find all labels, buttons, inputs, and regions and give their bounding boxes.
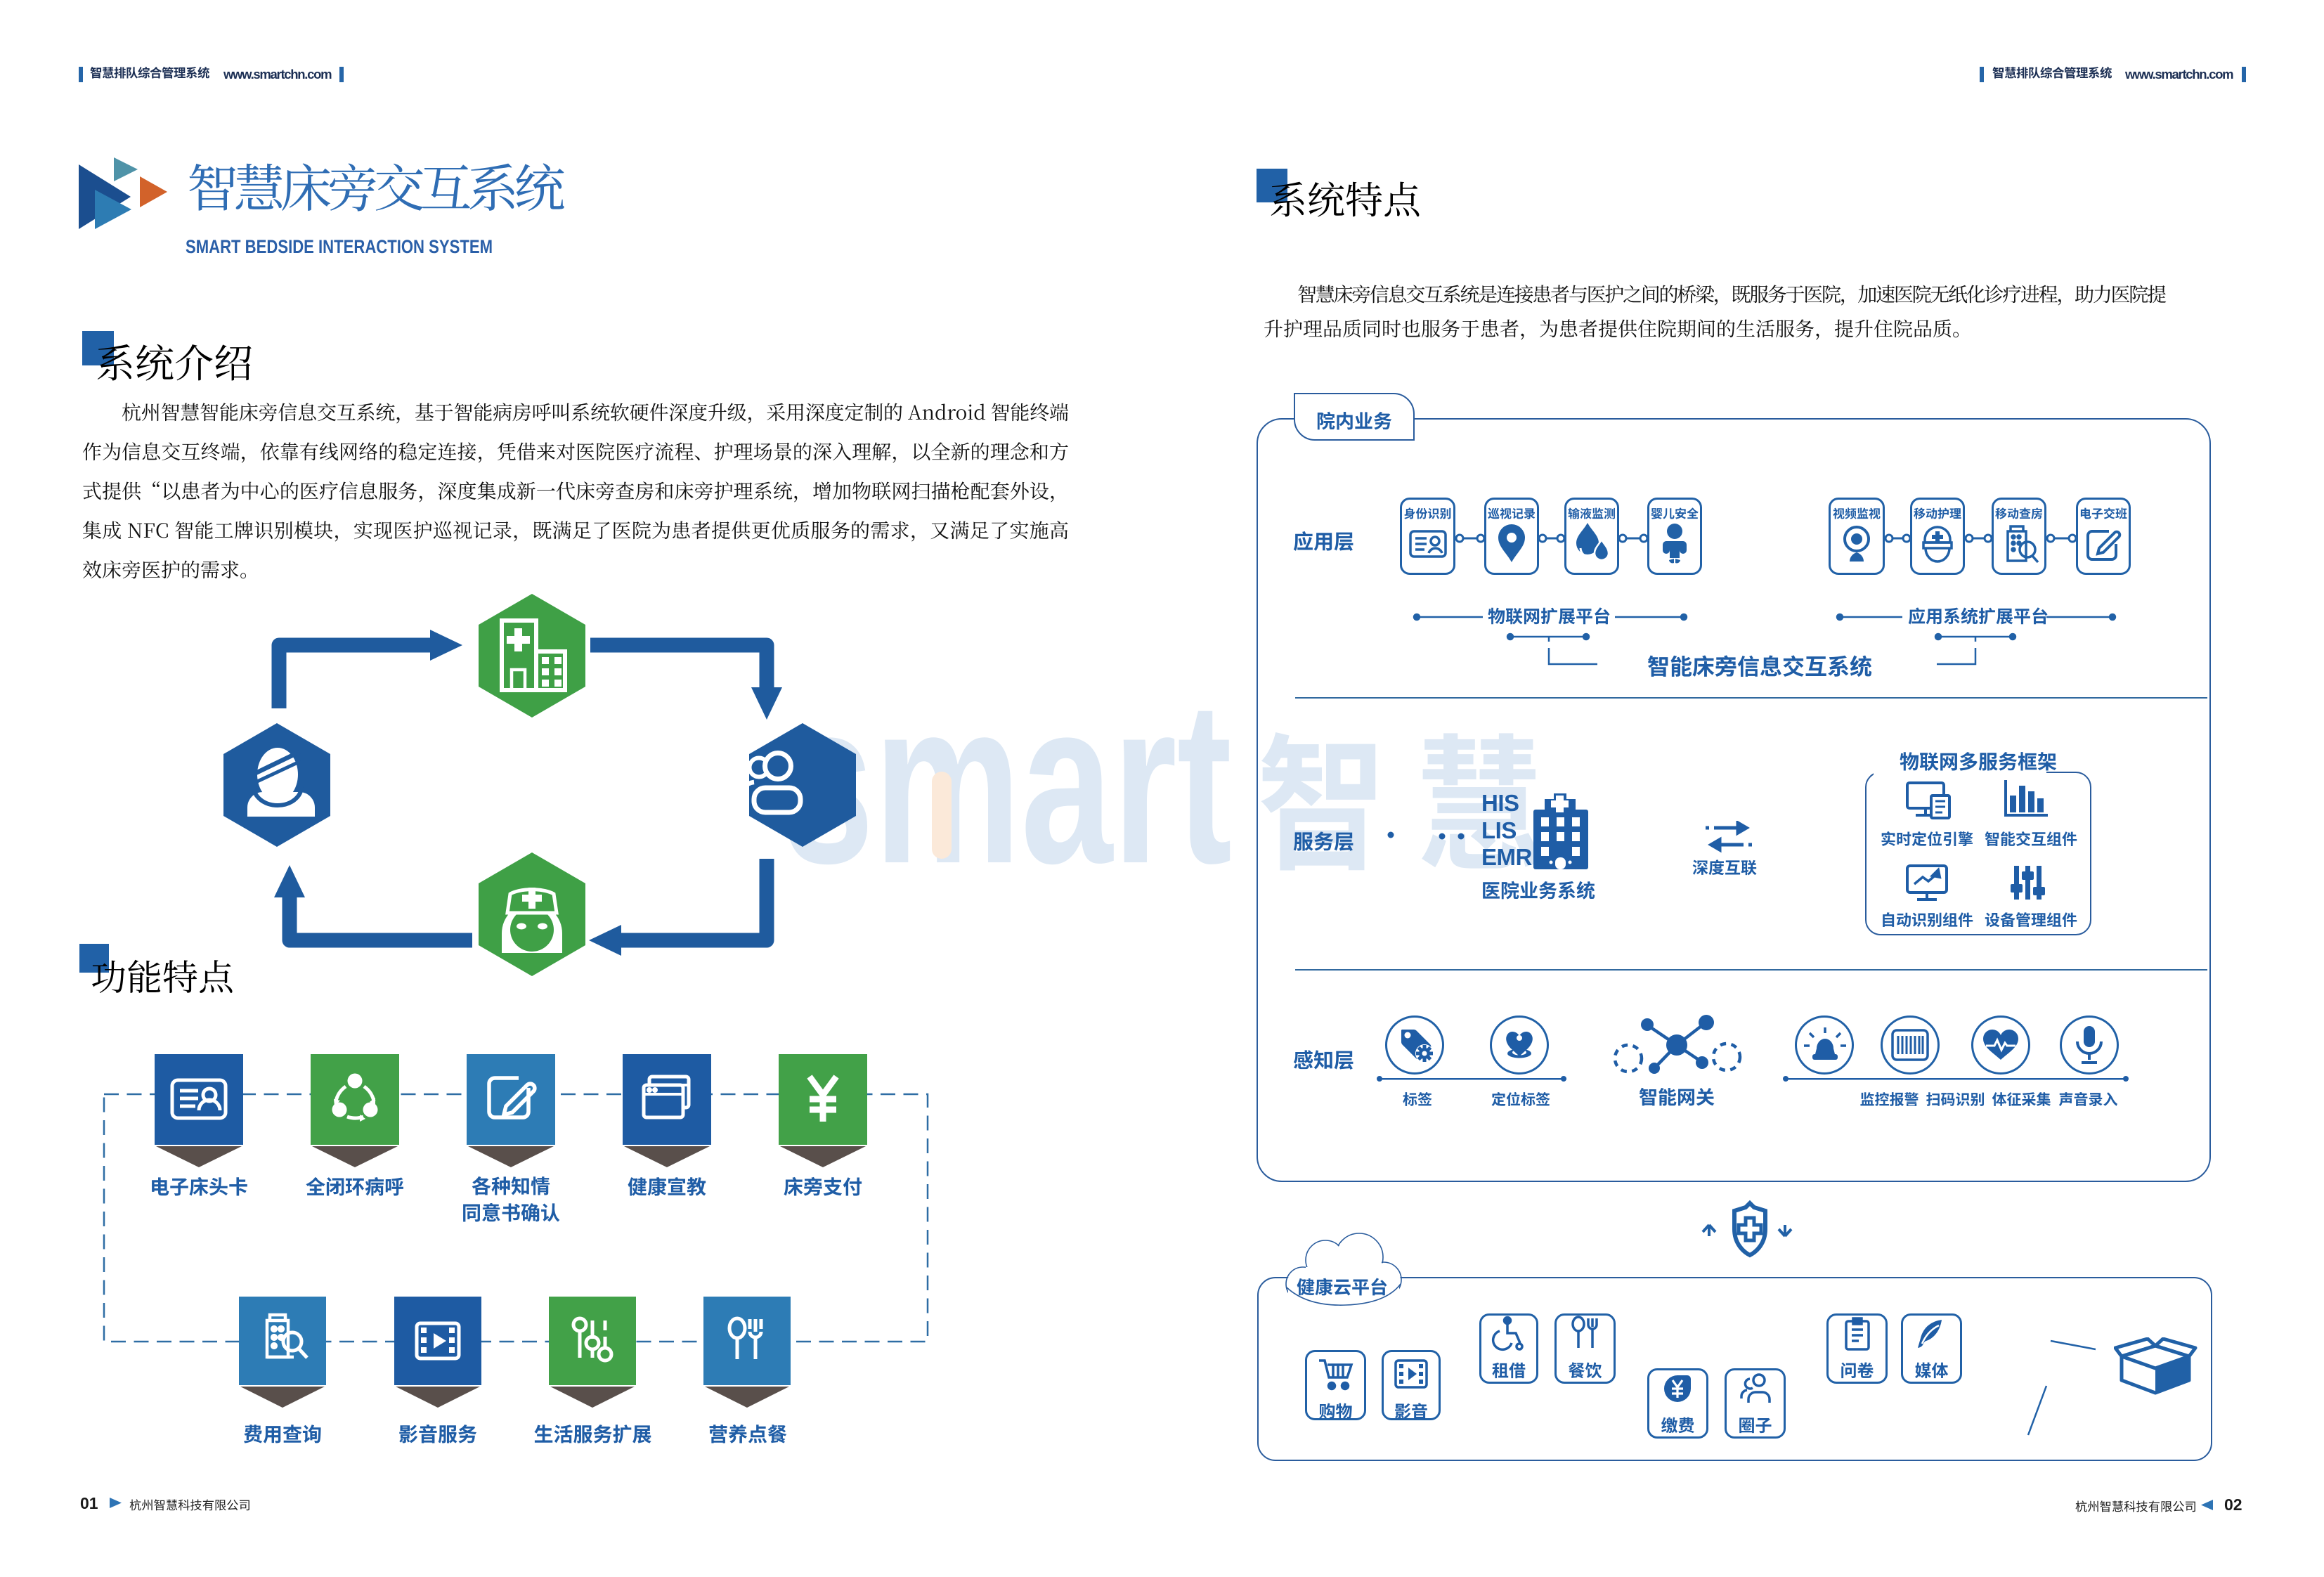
svg-text:杭州智慧智能床旁信息交互系统，基于智能病房呼叫系统软硬件深度: 杭州智慧智能床旁信息交互系统，基于智能病房呼叫系统软硬件深度升级，采用深度定制的…: [122, 398, 1069, 426]
svg-text:升护理品质同时也服务于患者，为患者提供住院期间的生活服务，提: 升护理品质同时也服务于患者，为患者提供住院期间的生活服务，提升住院品质。: [1264, 314, 1972, 342]
svg-text:智慧床旁信息交互系统是连接患者与医护之间的桥梁，既服务于医院: 智慧床旁信息交互系统是连接患者与医护之间的桥梁，既服务于医院，加速医院无纸化诊疗…: [1297, 280, 2167, 308]
svg-text:集成 NFC 智能工牌识别模块，实现医护巡视记录，既满足了医: 集成 NFC 智能工牌识别模块，实现医护巡视记录，既满足了医院为患者提供更优质服…: [82, 516, 1069, 544]
svg-text:作为信息交互终端，依靠有线网络的稳定连接，凭借来对医院医疗流: 作为信息交互终端，依靠有线网络的稳定连接，凭借来对医院医疗流程、护理场景的深入理…: [82, 437, 1069, 465]
svg-text:式提供“以患者为中心的医疗信息服务，深度集成新一代床旁查房和: 式提供“以患者为中心的医疗信息服务，深度集成新一代床旁查房和床旁护理系统，增加物…: [82, 476, 1069, 505]
svg-text:smart: smart: [782, 696, 1232, 885]
svg-text:效床旁医护的需求。: 效床旁医护的需求。: [82, 555, 259, 583]
svg-text:智 慧: 智 慧: [1257, 696, 1544, 885]
svg-text:SMART BEDSIDE INTERACTION SYST: SMART BEDSIDE INTERACTION SYSTEM: [186, 236, 493, 257]
